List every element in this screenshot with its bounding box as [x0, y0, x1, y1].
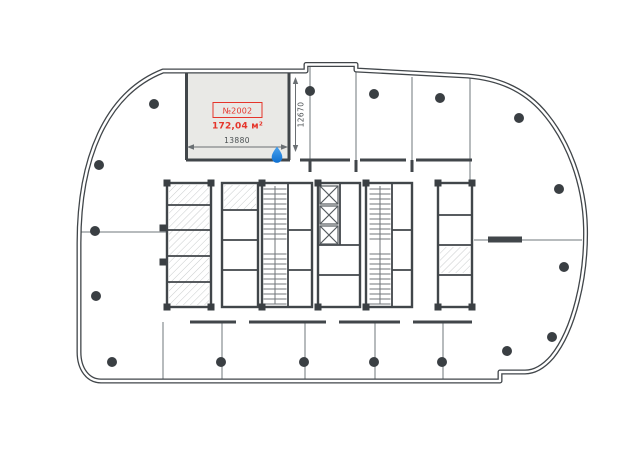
- elevator-shafts: [319, 185, 339, 245]
- core-dividers: [167, 183, 472, 307]
- unit-partitions: [80, 67, 582, 380]
- unit-number-box[interactable]: [212, 102, 263, 118]
- dim-arrow-right-icon: [281, 144, 288, 150]
- structural-columns: [90, 86, 569, 367]
- unit-label[interactable]: №2002 172,04 м²: [212, 102, 263, 132]
- unit-2002-area[interactable]: [186, 72, 290, 160]
- right-wall-stub: [488, 236, 522, 243]
- water-drop-icon[interactable]: [271, 146, 283, 163]
- dimension-width-label: 13880: [224, 136, 250, 145]
- dim-arrow-down-icon: [292, 145, 299, 152]
- stairs: [263, 186, 391, 305]
- wall-columns: [159, 179, 476, 311]
- unit-number[interactable]: №2002: [223, 107, 253, 116]
- dimensions: 13880 12670: [187, 77, 306, 152]
- unit-area-label[interactable]: 172,04 м²: [212, 122, 263, 132]
- dimension-height-label: 12670: [297, 102, 306, 128]
- dim-arrow-up-icon: [292, 77, 299, 84]
- corridor-walls: [185, 72, 472, 324]
- building-outline: [76, 62, 589, 384]
- dim-arrow-left-icon: [187, 144, 194, 150]
- unit-region[interactable]: [186, 72, 290, 160]
